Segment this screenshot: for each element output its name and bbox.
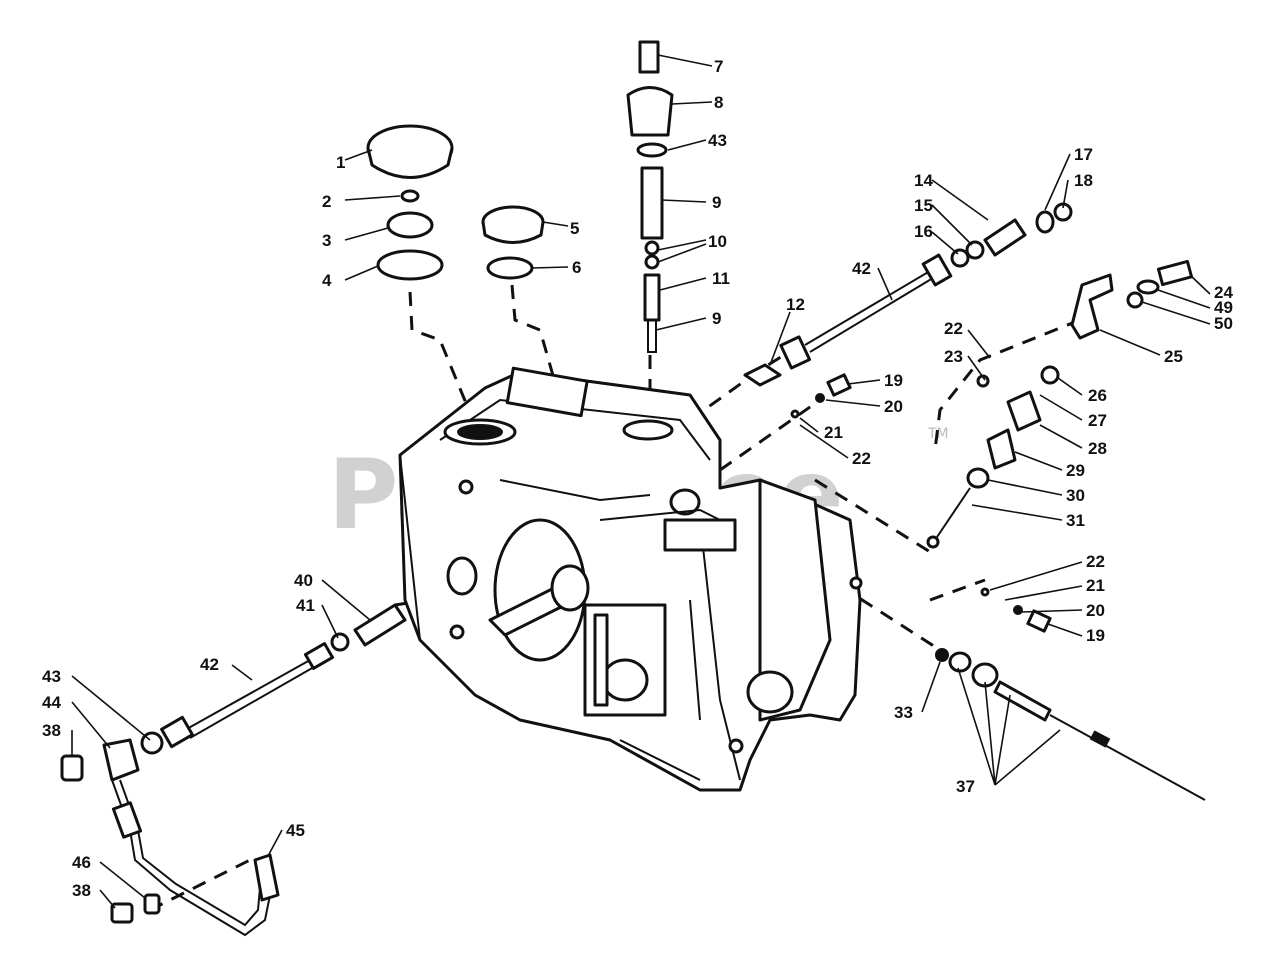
callout-3: 3	[322, 231, 331, 250]
callout-22-upper: 22	[852, 449, 871, 468]
callout-22-top-right: 22	[944, 319, 963, 338]
callout-29: 29	[1066, 461, 1085, 480]
callout-43-top: 43	[708, 131, 727, 150]
callout-20-upper: 20	[884, 397, 903, 416]
callout-31: 31	[1066, 511, 1085, 530]
callout-21-upper: 21	[824, 423, 843, 442]
callout-16: 16	[914, 222, 933, 241]
callout-21-lower: 21	[1086, 576, 1105, 595]
callout-9-top: 9	[712, 193, 721, 212]
callout-42-top: 42	[852, 259, 871, 278]
callout-30: 30	[1066, 486, 1085, 505]
callout-27: 27	[1088, 411, 1107, 430]
callout-1: 1	[336, 153, 345, 172]
callout-8: 8	[714, 93, 723, 112]
callout-38-upper: 38	[42, 721, 61, 740]
callout-33: 33	[894, 703, 913, 722]
callout-43-left: 43	[42, 667, 61, 686]
check-valve-upper	[790, 373, 852, 419]
callout-11: 11	[712, 269, 730, 288]
callout-12: 12	[786, 295, 805, 314]
callout-23: 23	[944, 347, 963, 366]
callout-19-lower: 19	[1086, 626, 1105, 645]
leader-lines	[71, 54, 1211, 909]
lever-assembly	[1070, 259, 1194, 340]
oil-pump-stack	[626, 40, 674, 353]
callout-10: 10	[708, 232, 727, 251]
callout-24: 24	[1214, 283, 1233, 302]
callout-5: 5	[570, 219, 579, 238]
callout-22-lower: 22	[1086, 552, 1105, 571]
relief-valve-assembly	[926, 365, 1060, 549]
callout-50: 50	[1214, 314, 1233, 333]
callout-19-upper: 19	[884, 371, 903, 390]
callout-2: 2	[322, 192, 331, 211]
callout-20-lower: 20	[1086, 601, 1105, 620]
left-oil-line	[60, 603, 407, 937]
callout-15: 15	[914, 196, 933, 215]
callout-4: 4	[322, 271, 332, 290]
callout-41: 41	[296, 596, 315, 615]
callout-26: 26	[1088, 386, 1107, 405]
callout-40: 40	[294, 571, 313, 590]
fuel-cap-assembly	[481, 205, 545, 280]
callout-45: 45	[286, 821, 305, 840]
callout-9-bottom: 9	[712, 309, 721, 328]
callout-37: 37	[956, 777, 975, 796]
callout-38-lower: 38	[72, 881, 91, 900]
crankcase-housing	[398, 366, 863, 792]
callout-49: 49	[1214, 298, 1233, 317]
callout-28: 28	[1088, 439, 1107, 458]
upper-oil-line	[743, 202, 1073, 387]
check-valve-lower	[980, 587, 1052, 633]
callout-17: 17	[1074, 145, 1093, 164]
callout-46: 46	[72, 853, 91, 872]
callout-44: 44	[42, 693, 61, 712]
callout-14: 14	[914, 171, 933, 190]
callout-7: 7	[714, 57, 723, 76]
callout-labels: 1 2 3 4 5 6 7 8 43 9 10 11 9 12 42 14 15…	[42, 57, 1233, 900]
oil-cap-assembly	[366, 124, 454, 281]
lower-right-oil-line	[935, 648, 1206, 801]
callout-42-left: 42	[200, 655, 219, 674]
callout-25: 25	[1164, 347, 1183, 366]
callout-6: 6	[572, 258, 581, 277]
callout-18: 18	[1074, 171, 1093, 190]
